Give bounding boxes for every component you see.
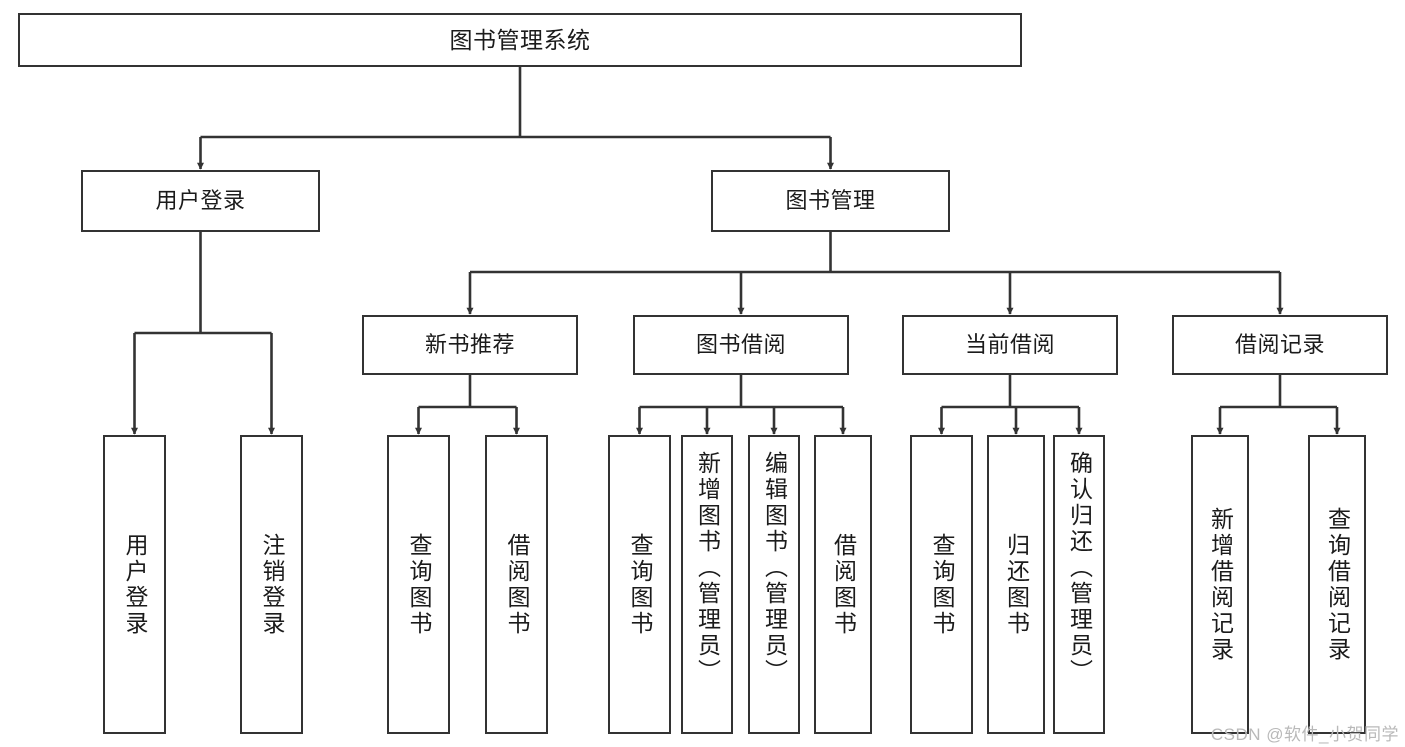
node-leaf-query-book-1: 查询图书 [387, 435, 450, 734]
node-l3-current-borrow: 当前借阅 [902, 315, 1118, 375]
node-leaf-query-book-3: 查询图书 [910, 435, 973, 734]
node-l2-user-login: 用户登录 [81, 170, 320, 232]
node-leaf-query-borrow-record: 查询借阅记录 [1308, 435, 1366, 734]
node-label: 编辑图书（管理员） [761, 451, 788, 685]
node-l3-borrow-record: 借阅记录 [1172, 315, 1388, 375]
node-label: 借阅记录 [1234, 332, 1325, 358]
node-leaf-confirm-return-admin: 确认归还（管理员） [1053, 435, 1105, 734]
node-label: 用户登录 [122, 532, 148, 637]
node-label: 借阅图书 [504, 532, 530, 637]
node-leaf-user-logout: 注销登录 [240, 435, 303, 734]
node-label: 新增图书（管理员） [694, 451, 721, 685]
node-l3-book-borrow: 图书借阅 [633, 315, 849, 375]
node-root: 图书管理系统 [18, 13, 1022, 67]
node-label: 图书借阅 [695, 332, 786, 358]
node-label: 查询图书 [929, 532, 955, 637]
node-leaf-edit-book-admin: 编辑图书（管理员） [748, 435, 800, 734]
node-leaf-borrow-book-2: 借阅图书 [814, 435, 872, 734]
node-l2-book-manage: 图书管理 [711, 170, 950, 232]
node-leaf-query-book-2: 查询图书 [608, 435, 671, 734]
node-leaf-add-book-admin: 新增图书（管理员） [681, 435, 733, 734]
node-leaf-add-borrow-record: 新增借阅记录 [1191, 435, 1249, 734]
node-label: 图书管理 [785, 188, 876, 214]
node-label: 借阅图书 [830, 532, 857, 637]
node-label: 注销登录 [259, 532, 285, 637]
node-label: 新增借阅记录 [1207, 506, 1234, 663]
node-label: 图书管理系统 [449, 26, 591, 53]
node-leaf-borrow-book-1: 借阅图书 [485, 435, 548, 734]
node-label: 查询图书 [406, 532, 432, 637]
node-label: 新书推荐 [424, 332, 515, 358]
node-label: 查询图书 [627, 532, 653, 637]
node-label: 查询借阅记录 [1324, 506, 1351, 663]
node-label: 用户登录 [155, 188, 246, 214]
node-leaf-return-book: 归还图书 [987, 435, 1045, 734]
node-label: 确认归还（管理员） [1066, 451, 1093, 685]
node-leaf-user-login: 用户登录 [103, 435, 166, 734]
node-label: 当前借阅 [964, 332, 1055, 358]
node-label: 归还图书 [1003, 532, 1030, 637]
node-l3-new-book-rec: 新书推荐 [362, 315, 578, 375]
